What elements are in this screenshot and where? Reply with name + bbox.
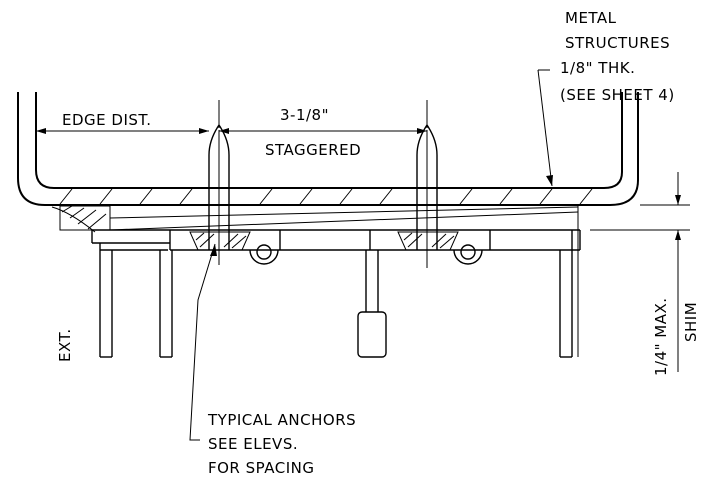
spacing-dimension [219,100,428,134]
metal-structures-note: METAL STRUCTURES 1/8" THK. (SEE SHEET 4) [560,9,675,104]
typical-anchors-note: TYPICAL ANCHORS SEE ELEVS. FOR SPACING [207,411,356,477]
shim-dimension [590,172,690,372]
edge-dist-label: EDGE DIST. [62,111,152,129]
shim-max-label: 1/4" MAX. [652,297,670,376]
note-line-1: METAL [565,9,617,27]
note-line-2: STRUCTURES [565,34,670,52]
shim-wedge [51,205,579,357]
metal-structure-plate [17,92,639,206]
anchor-left [189,123,251,265]
anchors-line-3: FOR SPACING [208,459,314,477]
spacing-dim-label: 3-1/8" [280,106,329,124]
ext-label: EXT. [56,328,74,362]
note-line-3: 1/8" THK. [560,59,635,77]
anchor-right [397,123,459,268]
plate-hatching [59,188,593,205]
typical-anchors-leader [189,243,217,441]
shim-label: SHIM [682,302,700,342]
screw-boss-left [249,244,279,265]
metal-structures-leader [537,69,553,187]
edge-distance-dimension [36,100,220,134]
frame-extrusion [91,229,581,358]
staggered-label: STAGGERED [265,141,361,159]
anchors-line-1: TYPICAL ANCHORS [207,411,356,429]
anchors-line-2: SEE ELEVS. [208,435,298,453]
screw-boss-right [453,244,483,265]
note-line-4: (SEE SHEET 4) [560,86,675,104]
